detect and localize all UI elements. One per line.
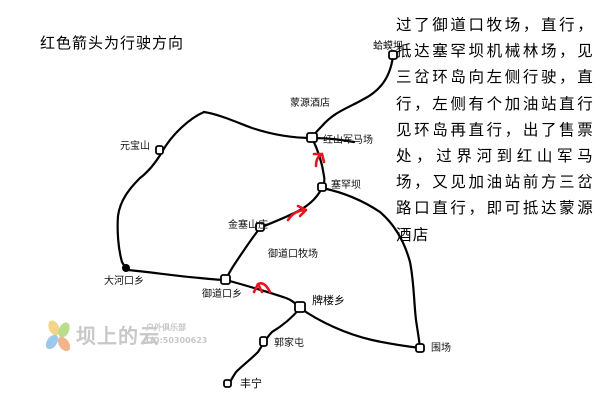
watermark-flower-icon [45, 320, 71, 352]
place-hayaoba: 蛤蟆坝 [373, 41, 403, 52]
place-pailou: 牌楼乡 [312, 294, 345, 307]
directions-text: 过了御道口牧场，直行，抵达塞罕坝机械林场，见三岔环岛向左侧行驶，直行，左侧有个加… [396, 16, 594, 244]
marker-fengning [223, 379, 232, 388]
watermark-title: 坝上的云 [76, 324, 160, 348]
road-west-upper [202, 110, 314, 140]
direction-arrow-3 [312, 152, 326, 168]
place-hongshan-horse-farm: 红山军马场 [323, 135, 373, 146]
place-jinsaishanzhuang: 金塞山庄 [228, 220, 268, 231]
marker-jinsai [255, 222, 265, 232]
marker-saihanba [317, 182, 327, 192]
place-yuanbaoshan: 元宝山 [120, 141, 150, 152]
place-yudao-ranch: 御道口牧场 [268, 249, 318, 260]
legend-title: 红色箭头为行驶方向 [40, 34, 185, 52]
marker-hongshan [306, 132, 318, 143]
road-dahekou-yudao [126, 268, 228, 282]
place-weichang: 围场 [431, 343, 451, 354]
watermark-club: 户外俱乐部 [146, 323, 186, 332]
marker-yuanbaoshan [155, 145, 164, 155]
road-east-loop [320, 186, 422, 352]
direction-arrow-2 [286, 204, 308, 222]
watermark: 坝上的云 户外俱乐部 QQ:50300623 [44, 318, 234, 358]
road-saihanba-jinsai [224, 186, 324, 282]
marker-pailou [294, 301, 306, 313]
place-dahekou: 大河口乡 [104, 276, 144, 287]
place-mengyuan-hotel: 蒙源酒店 [290, 98, 330, 109]
marker-weichang [415, 343, 425, 353]
marker-guojiatun [259, 336, 268, 347]
place-guojiatun: 郭家屯 [274, 338, 304, 349]
watermark-qq: QQ:50300623 [146, 336, 208, 345]
marker-dahekou [122, 264, 130, 272]
direction-arrow-1 [252, 281, 272, 294]
place-yudaokou: 御道口乡 [202, 289, 242, 300]
road-pailou-fengning [226, 306, 302, 388]
place-saihanba: 塞罕坝 [331, 180, 361, 191]
road-hayaoba [310, 54, 395, 140]
marker-hayaoba [388, 50, 398, 60]
road-yuanbaoshan [116, 110, 206, 272]
place-fengning: 丰宁 [240, 377, 262, 390]
marker-yudaokou [220, 274, 231, 285]
road-pailou-weichang [298, 306, 422, 350]
